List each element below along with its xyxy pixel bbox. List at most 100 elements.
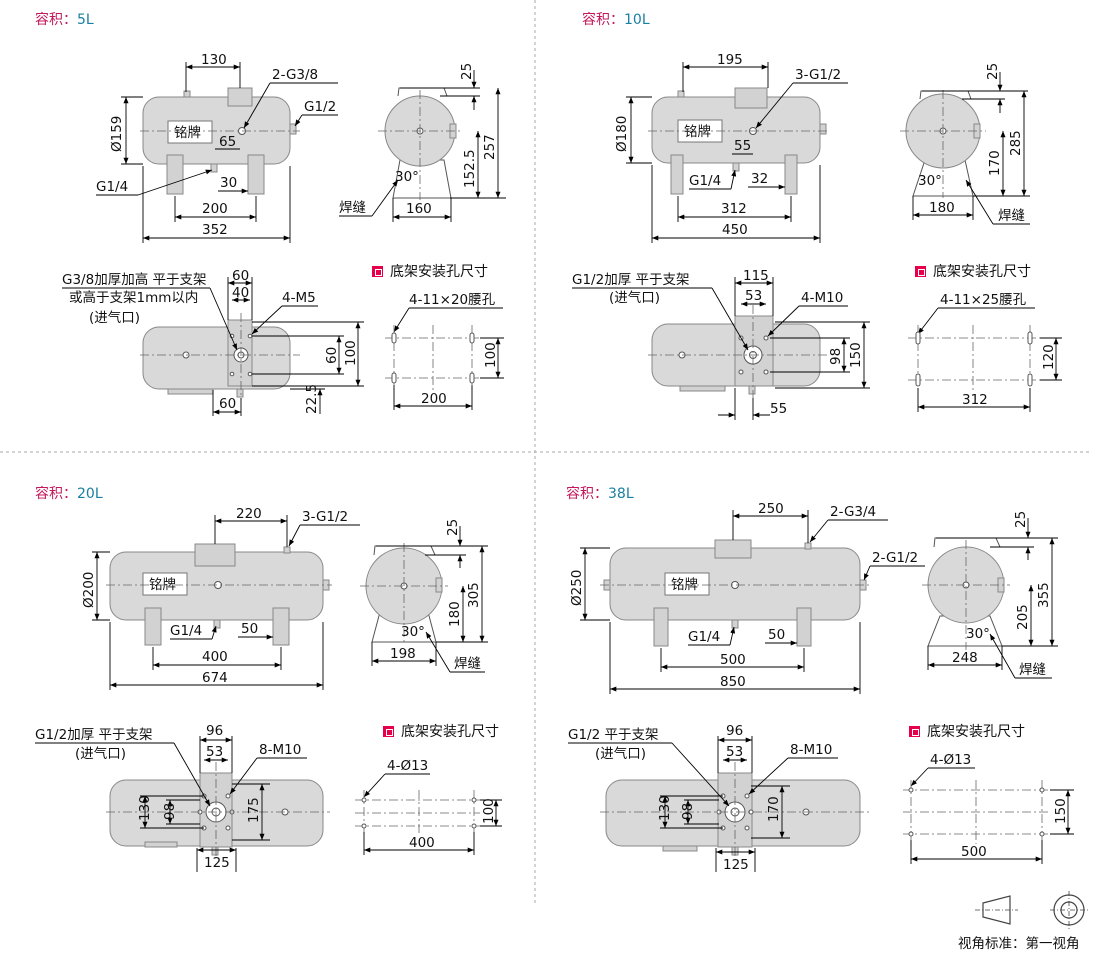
svg-text:3-G1/2: 3-G1/2: [795, 67, 841, 83]
caption-38l: 容积：38L: [566, 486, 634, 502]
legend-5l: 底架安装孔尺寸: [372, 261, 488, 281]
caption-20l: 容积：20L: [35, 486, 103, 502]
tank-38l-top-view: G1/2 平于支架 (进气口) 96 53 8-M10 130 98 170 1…: [568, 723, 870, 873]
svg-text:30°: 30°: [918, 173, 942, 189]
caption-5l: 容积：5L: [35, 12, 94, 28]
hole-pattern-10l: 4-11×25腰孔 120 312: [908, 292, 1062, 412]
svg-text:250: 250: [758, 501, 784, 517]
svg-text:G1/4: G1/4: [688, 629, 720, 645]
svg-text:G3/8加厚加高 平于支架: G3/8加厚加高 平于支架: [62, 271, 206, 288]
svg-text:G1/2 平于支架: G1/2 平于支架: [568, 727, 658, 743]
svg-text:98: 98: [828, 348, 844, 365]
svg-text:98: 98: [162, 803, 178, 820]
svg-text:312: 312: [721, 201, 747, 217]
svg-text:220: 220: [236, 506, 262, 522]
svg-text:100: 100: [483, 342, 499, 368]
svg-text:175: 175: [246, 797, 262, 823]
svg-text:674: 674: [202, 670, 228, 686]
tank-10l-side-view: 25 285 170 30° 180 焊缝: [900, 63, 1030, 225]
svg-text:500: 500: [961, 844, 987, 860]
svg-text:160: 160: [406, 201, 432, 217]
tank-10l-front-view: 铭牌 195 3-G1/2 Ø180 55 G1/4 32 312 450: [614, 52, 848, 243]
svg-text:焊缝: 焊缝: [998, 208, 1025, 224]
tank-38l-front-view: 铭牌 250 2-G3/4 2-G1/2 Ø250 G1/4 50 500 85…: [569, 501, 925, 694]
svg-text:150: 150: [1053, 798, 1069, 824]
svg-text:125: 125: [723, 857, 749, 873]
svg-text:850: 850: [720, 674, 746, 690]
svg-text:25: 25: [1013, 511, 1029, 528]
svg-text:96: 96: [206, 723, 223, 739]
legend-square-icon: [915, 266, 926, 277]
svg-text:Ø200: Ø200: [81, 572, 97, 608]
svg-text:30°: 30°: [401, 624, 425, 640]
svg-text:152.5: 152.5: [462, 149, 478, 188]
legend-10l: 底架安装孔尺寸: [915, 261, 1031, 281]
tank-5l-side-view: 25 257 152.5 30° 160 焊缝: [339, 63, 506, 222]
svg-text:355: 355: [1036, 582, 1052, 608]
svg-text:120: 120: [1041, 344, 1057, 370]
svg-text:195: 195: [717, 52, 743, 68]
svg-text:(进气口): (进气口): [89, 310, 140, 326]
tank-20l-side-view: 25 305 180 30° 198 焊缝: [360, 519, 488, 673]
svg-text:32: 32: [751, 171, 768, 187]
svg-text:焊缝: 焊缝: [454, 656, 481, 672]
svg-text:焊缝: 焊缝: [339, 200, 366, 216]
tank-5l-top-view: G3/8加厚加高 平于支架 或高于支架1mm以内 (进气口) 60 40 4-M…: [62, 268, 364, 416]
svg-text:100: 100: [481, 798, 497, 824]
svg-text:铭牌: 铭牌: [149, 576, 176, 593]
svg-text:130: 130: [657, 795, 673, 821]
svg-text:Ø250: Ø250: [569, 570, 585, 606]
svg-text:G1/2加厚 平于支架: G1/2加厚 平于支架: [572, 272, 689, 288]
svg-text:500: 500: [720, 652, 746, 668]
svg-text:312: 312: [962, 392, 988, 408]
svg-text:4-11×20腰孔: 4-11×20腰孔: [409, 292, 496, 308]
svg-text:8-M10: 8-M10: [259, 742, 301, 758]
svg-text:30°: 30°: [966, 626, 990, 642]
svg-text:3-G1/2: 3-G1/2: [302, 509, 348, 525]
svg-text:125: 125: [204, 855, 230, 871]
svg-text:305: 305: [466, 582, 482, 608]
legend-20l: 底架安装孔尺寸: [383, 721, 499, 741]
svg-text:400: 400: [202, 649, 228, 665]
svg-text:(进气口): (进气口): [75, 746, 126, 762]
svg-text:450: 450: [722, 222, 748, 238]
svg-text:4-11×25腰孔: 4-11×25腰孔: [940, 292, 1027, 308]
svg-text:55: 55: [770, 401, 787, 417]
tank-5l-front-view: 铭牌 130 2-G3/8 G1/2 Ø159 65 G1/4 30 200 3…: [96, 52, 338, 243]
tank-10l-top-view: G1/2加厚 平于支架 (进气口) 115 53 4-M10 98 150 55: [572, 268, 870, 420]
svg-text:铭牌: 铭牌: [671, 576, 698, 593]
svg-text:130: 130: [137, 795, 153, 821]
svg-text:(进气口): (进气口): [609, 290, 660, 306]
svg-text:200: 200: [421, 391, 447, 407]
svg-text:200: 200: [202, 201, 228, 217]
svg-text:Ø180: Ø180: [614, 116, 630, 152]
tank-20l-top-view: G1/2加厚 平于支架 (进气口) 96 53 8-M10 130 98 175…: [35, 723, 330, 872]
tank-20l-front-view: 铭牌 220 3-G1/2 Ø200 G1/4 50 400 674: [81, 506, 360, 690]
svg-text:60: 60: [324, 347, 340, 364]
svg-text:40: 40: [232, 285, 249, 301]
svg-text:30: 30: [220, 175, 237, 191]
hole-pattern-38l: 4-Ø13 150 500: [903, 752, 1074, 864]
svg-text:180: 180: [929, 200, 955, 216]
svg-text:G1/4: G1/4: [96, 179, 128, 195]
legend-square-icon: [909, 726, 920, 737]
svg-text:55: 55: [734, 138, 751, 154]
svg-text:4-Ø13: 4-Ø13: [930, 752, 971, 768]
svg-text:Ø159: Ø159: [109, 116, 125, 152]
svg-text:100: 100: [343, 340, 359, 366]
svg-text:铭牌: 铭牌: [684, 123, 711, 140]
svg-text:G1/2加厚 平于支架: G1/2加厚 平于支架: [35, 727, 152, 743]
svg-text:25: 25: [445, 519, 461, 536]
svg-text:焊缝: 焊缝: [1019, 662, 1046, 678]
svg-text:130: 130: [201, 52, 227, 68]
legend-38l: 底架安装孔尺寸: [909, 721, 1025, 741]
svg-text:G1/4: G1/4: [170, 623, 202, 639]
svg-text:22.5: 22.5: [304, 384, 320, 414]
first-angle-projection-icon: [975, 891, 1088, 929]
svg-text:8-M10: 8-M10: [790, 742, 832, 758]
svg-text:98: 98: [680, 803, 696, 820]
svg-text:2-G3/8: 2-G3/8: [272, 67, 318, 83]
svg-text:30°: 30°: [395, 169, 419, 185]
svg-text:205: 205: [1015, 604, 1031, 630]
